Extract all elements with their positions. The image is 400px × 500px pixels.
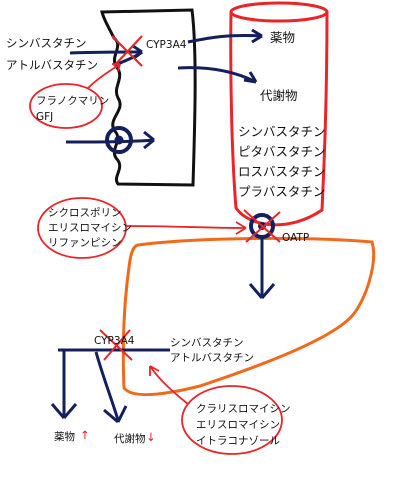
- liver-drug-1: シンバスタチン: [170, 337, 244, 349]
- vessel-top: [229, 1, 329, 23]
- oatp-label: OATP: [282, 232, 310, 244]
- arrowhead: [149, 365, 160, 376]
- top-enzyme: CYP3A4: [146, 39, 187, 51]
- arrowhead: [103, 405, 128, 424]
- vessel-drug-list-2: ピタバスタチン: [238, 144, 326, 159]
- top-drug-1: シンバスタチン: [6, 36, 87, 50]
- efflux-arrow: [65, 138, 155, 144]
- liver-inhibitor-circle: [181, 385, 283, 455]
- liver-drug-output: 薬物: [54, 431, 75, 443]
- liver-inhibitor-1: クラリスロマイシン: [196, 403, 291, 415]
- oatp-inhibitor-1: シクロスポリン: [48, 207, 122, 219]
- oatp-inhibitor-3: リファンピシン: [48, 237, 122, 249]
- oatp-inhibitor-2: エリスロマイシン: [48, 222, 132, 234]
- arrowhead: [251, 28, 263, 44]
- furanocoumarin-label: フラノクマリン: [36, 95, 110, 107]
- drug-entry-arrow: [69, 50, 143, 55]
- oatp-inhibitor-arrow: [125, 225, 247, 229]
- liver-enzyme: CYP3A4: [94, 335, 135, 347]
- decrease-arrow-icon: ↓: [146, 430, 156, 444]
- liver-inhibitor-3: イトラコナゾール: [196, 435, 280, 447]
- increase-arrow-icon: ↑: [80, 428, 90, 442]
- gfj-label: GFJ: [36, 111, 54, 123]
- liver-inhibitor-2: エリスロマイシン: [196, 419, 280, 431]
- arrowhead: [243, 71, 258, 84]
- liver-inhibitor-arrow: [149, 365, 189, 405]
- arrowhead: [235, 221, 247, 235]
- arrowhead: [143, 130, 155, 150]
- liver-metabolite-output: 代謝物: [114, 433, 146, 445]
- arrowhead: [112, 63, 121, 72]
- vessel-metabolite-label: 代謝物: [260, 88, 298, 103]
- liver-drug-2: アトルバスタチン: [170, 352, 254, 364]
- liver-outline: [121, 236, 376, 396]
- liver-metabolite-arrow: [94, 351, 120, 421]
- furanocoumarin-circle: [29, 83, 103, 129]
- inhibition-x: [111, 35, 143, 67]
- oatp-inhibition-x: [243, 209, 281, 243]
- oatp-inhibitor-circle: [37, 197, 127, 259]
- vessel-drug-list-1: シンバスタチン: [238, 124, 326, 139]
- top-drug-2: アトルバスタチン: [6, 58, 98, 72]
- vessel-drug-label: 薬物: [270, 30, 296, 45]
- drug-to-blood-arrow: [187, 33, 263, 44]
- vessel-drug-list-3: ロスバスタチン: [238, 164, 326, 179]
- arrowhead: [248, 283, 276, 299]
- metabolite-to-blood-arrow: [177, 66, 257, 84]
- liver-inhibition-x: [99, 329, 133, 361]
- intestinal-cell-outline: [100, 8, 197, 187]
- arrowhead: [50, 403, 78, 419]
- vessel-drug-list-4: プラバスタチン: [238, 184, 326, 199]
- drug-entry-arrow-2: [117, 50, 143, 66]
- furanocoumarin-arrow: [87, 63, 121, 89]
